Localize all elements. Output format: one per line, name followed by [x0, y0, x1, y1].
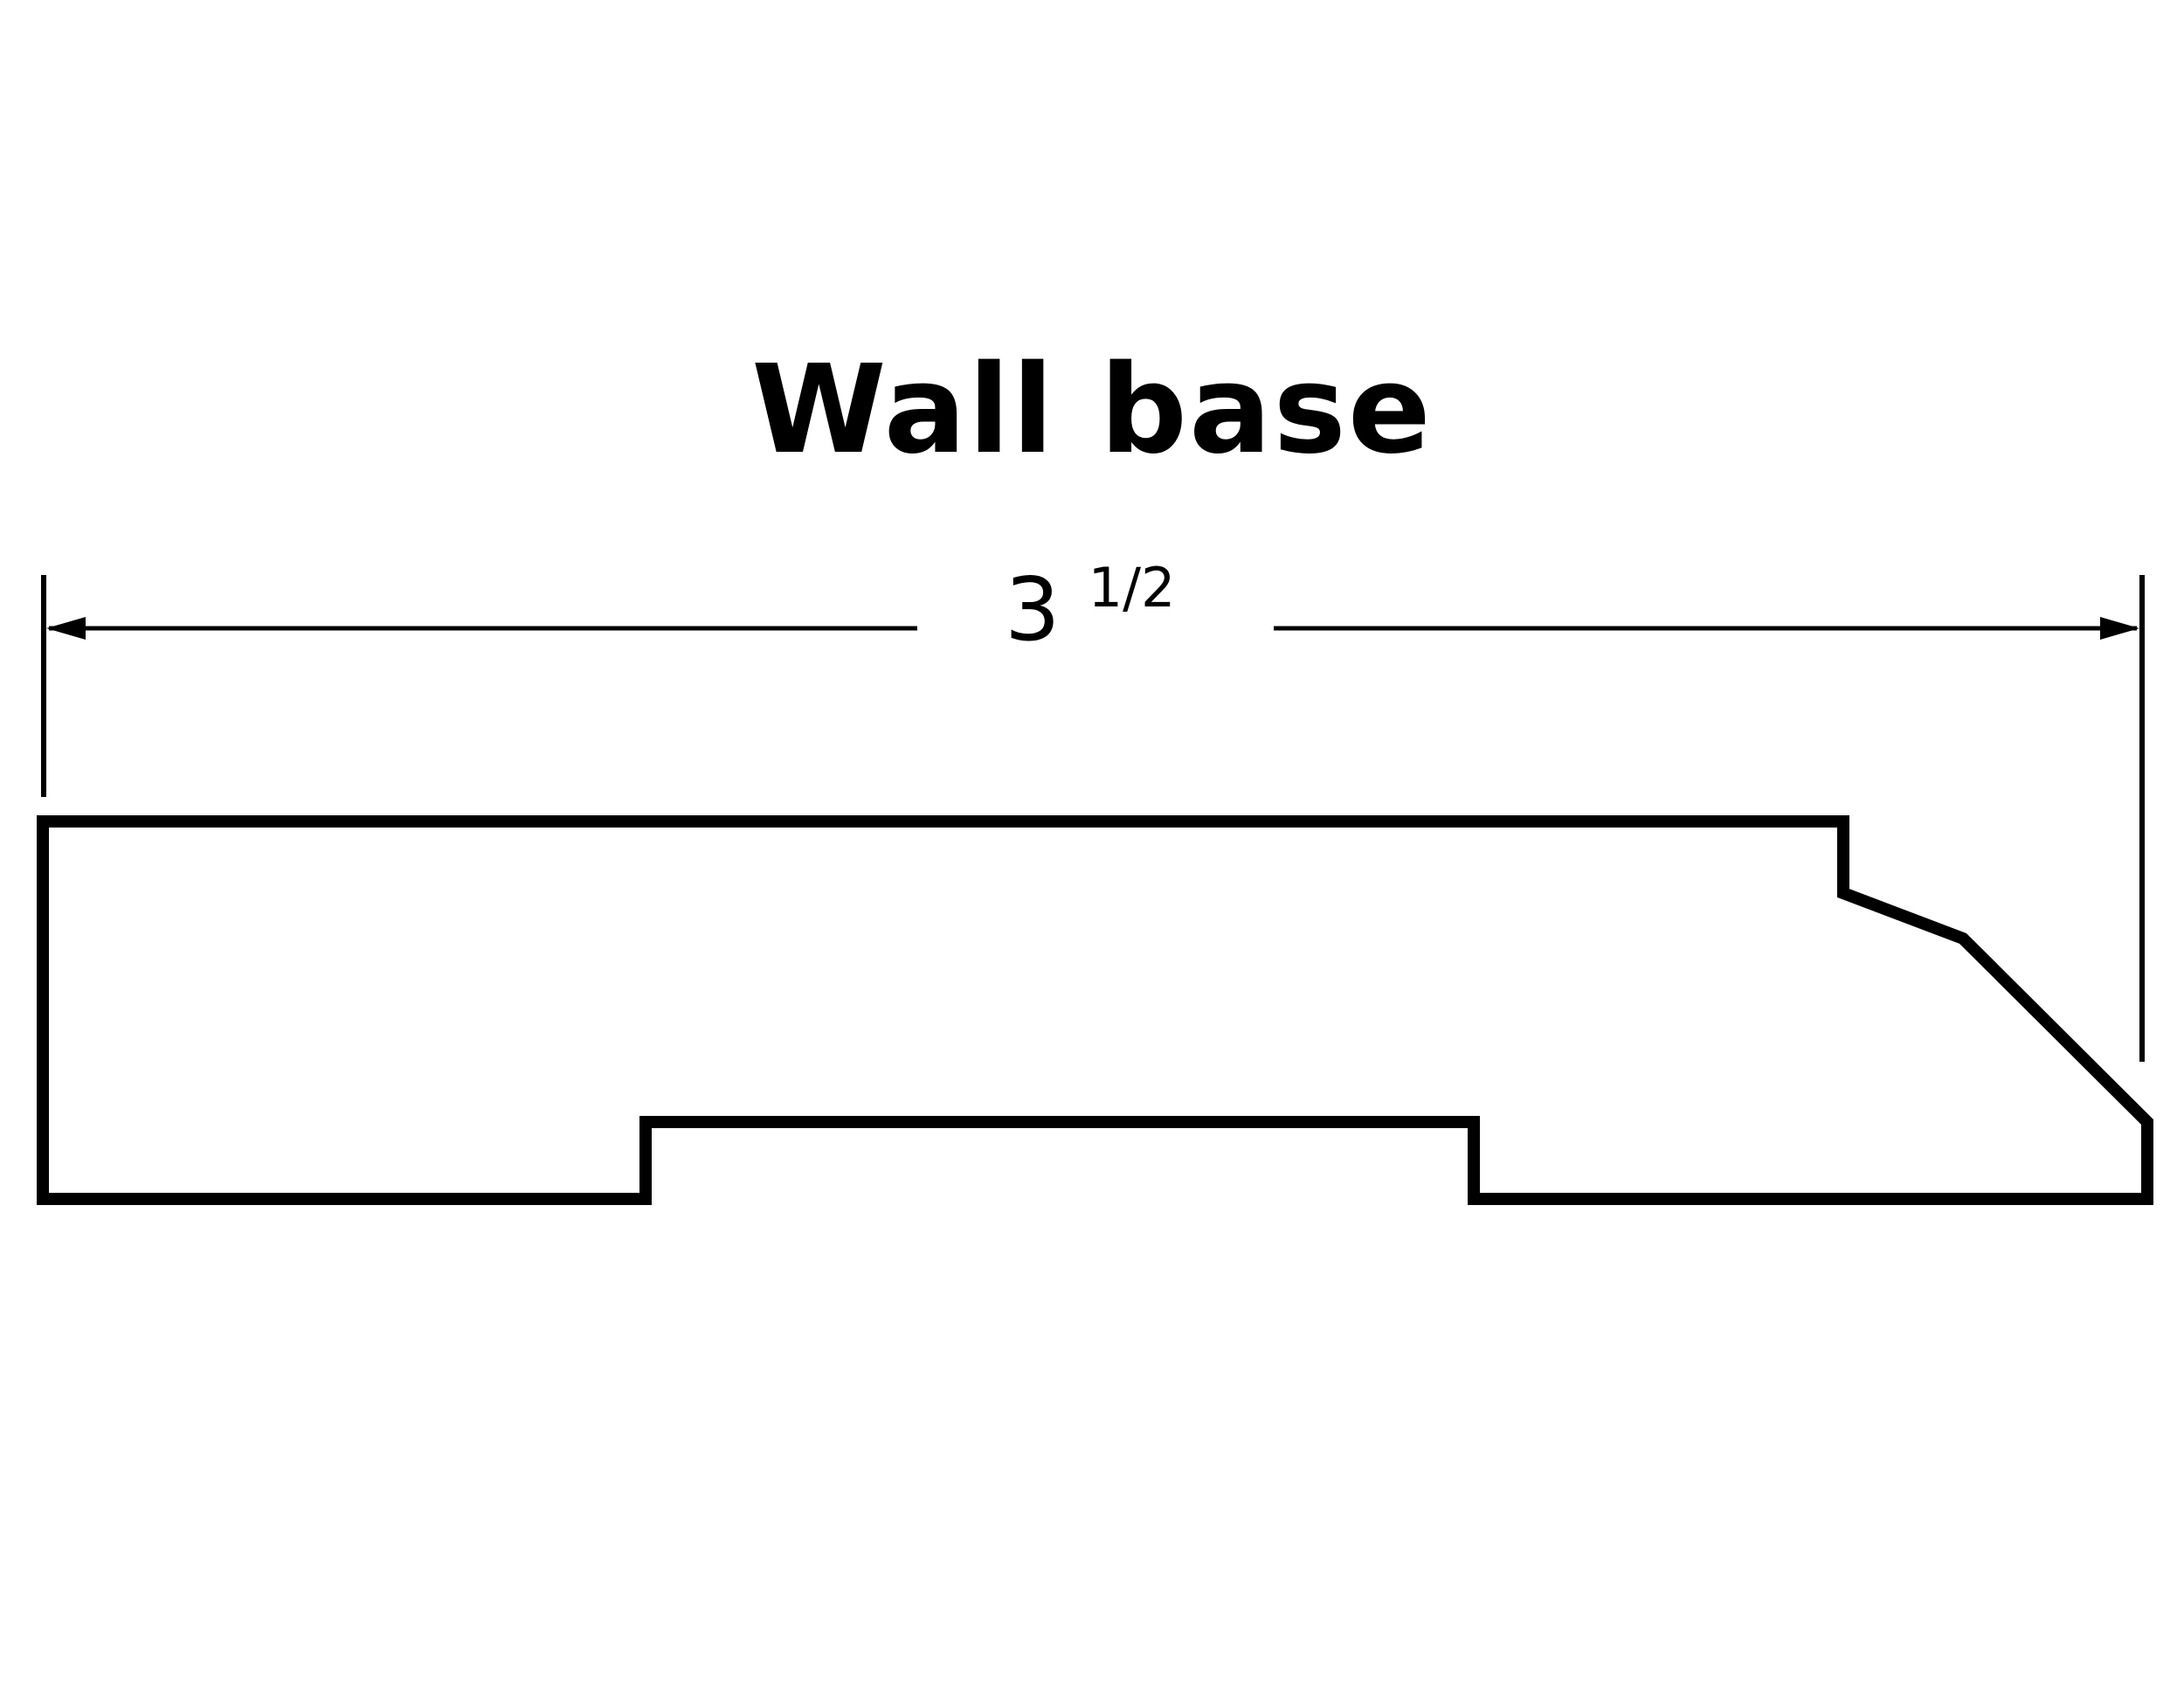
wall-base-profile [37, 815, 2153, 1205]
dimension-whole: 3 [1005, 558, 1061, 661]
left-arrowhead [46, 617, 86, 640]
right-arrowhead [2100, 617, 2139, 640]
diagram-title: Wall base [751, 339, 1433, 481]
dimension-fraction: 1/2 [1088, 556, 1176, 620]
